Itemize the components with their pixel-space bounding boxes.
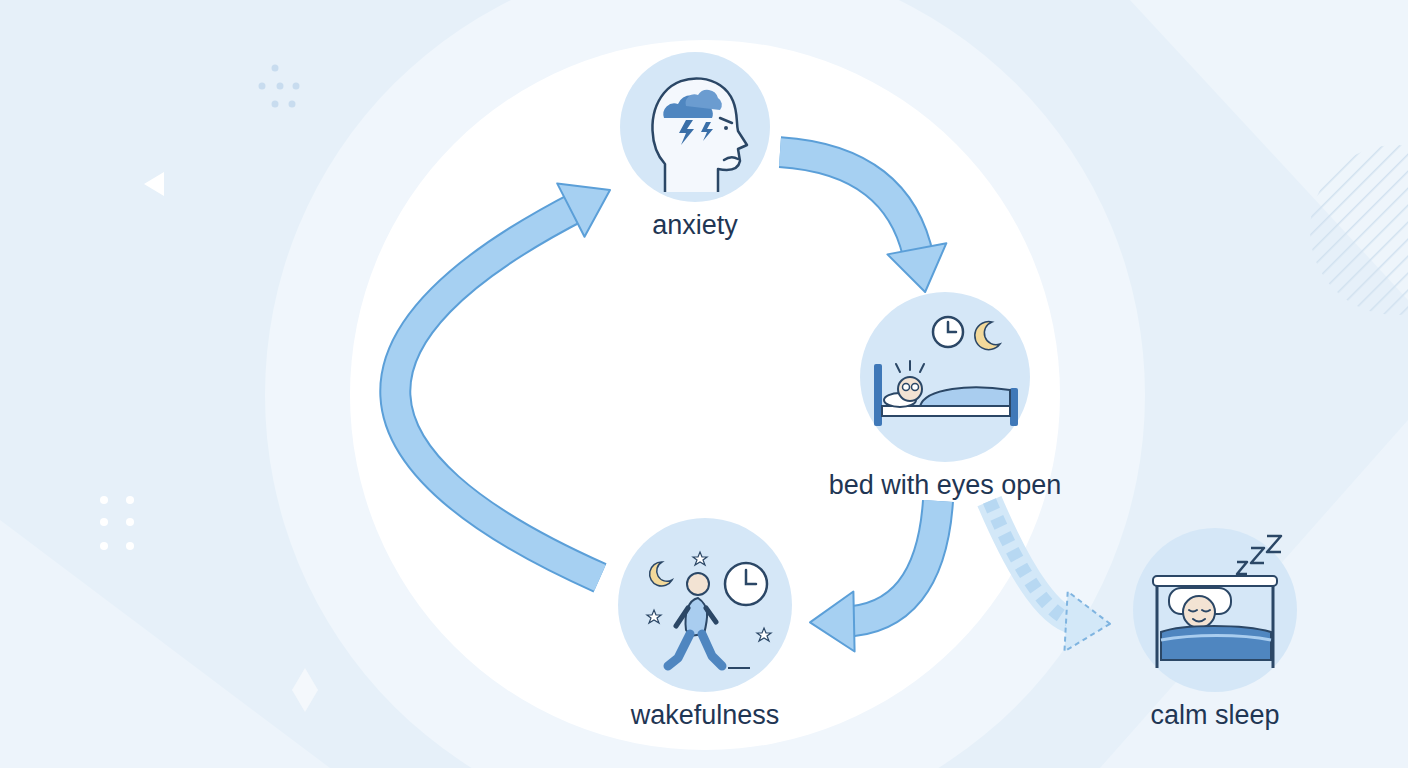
awake-bed-icon (860, 292, 1030, 462)
anxiety-icon (620, 52, 770, 202)
arrow-outline (842, 501, 938, 622)
cycle-arrow (810, 501, 938, 651)
arrow-band (842, 501, 938, 622)
arrow-head (557, 183, 610, 236)
arrow-band (780, 152, 919, 260)
arrow-band (989, 501, 1078, 622)
outcome-node: calm sleep (1110, 528, 1320, 731)
arrow-head (810, 592, 855, 652)
stage-label: wakefulness (631, 700, 780, 731)
arrow-dash (989, 501, 1078, 622)
stage-node: anxiety (610, 52, 780, 241)
stage-label: anxiety (652, 210, 738, 241)
stage-label: calm sleep (1150, 700, 1279, 731)
stage-node: wakefulness (600, 518, 810, 731)
dashed-exit-arrow (989, 501, 1110, 651)
arrow-outline (780, 152, 919, 260)
arrow-band (395, 205, 600, 578)
wakeful-walker-icon (618, 518, 792, 692)
stage-node: bed with eyes open (810, 292, 1080, 501)
arrow-outline (395, 205, 600, 578)
cycle-arrow (780, 152, 946, 292)
sleeping-bed-icon (1133, 528, 1297, 692)
cycle-arrow (395, 183, 610, 577)
stage-label: bed with eyes open (829, 470, 1062, 501)
arrow-head (1064, 591, 1110, 651)
arrow-head (887, 243, 946, 292)
